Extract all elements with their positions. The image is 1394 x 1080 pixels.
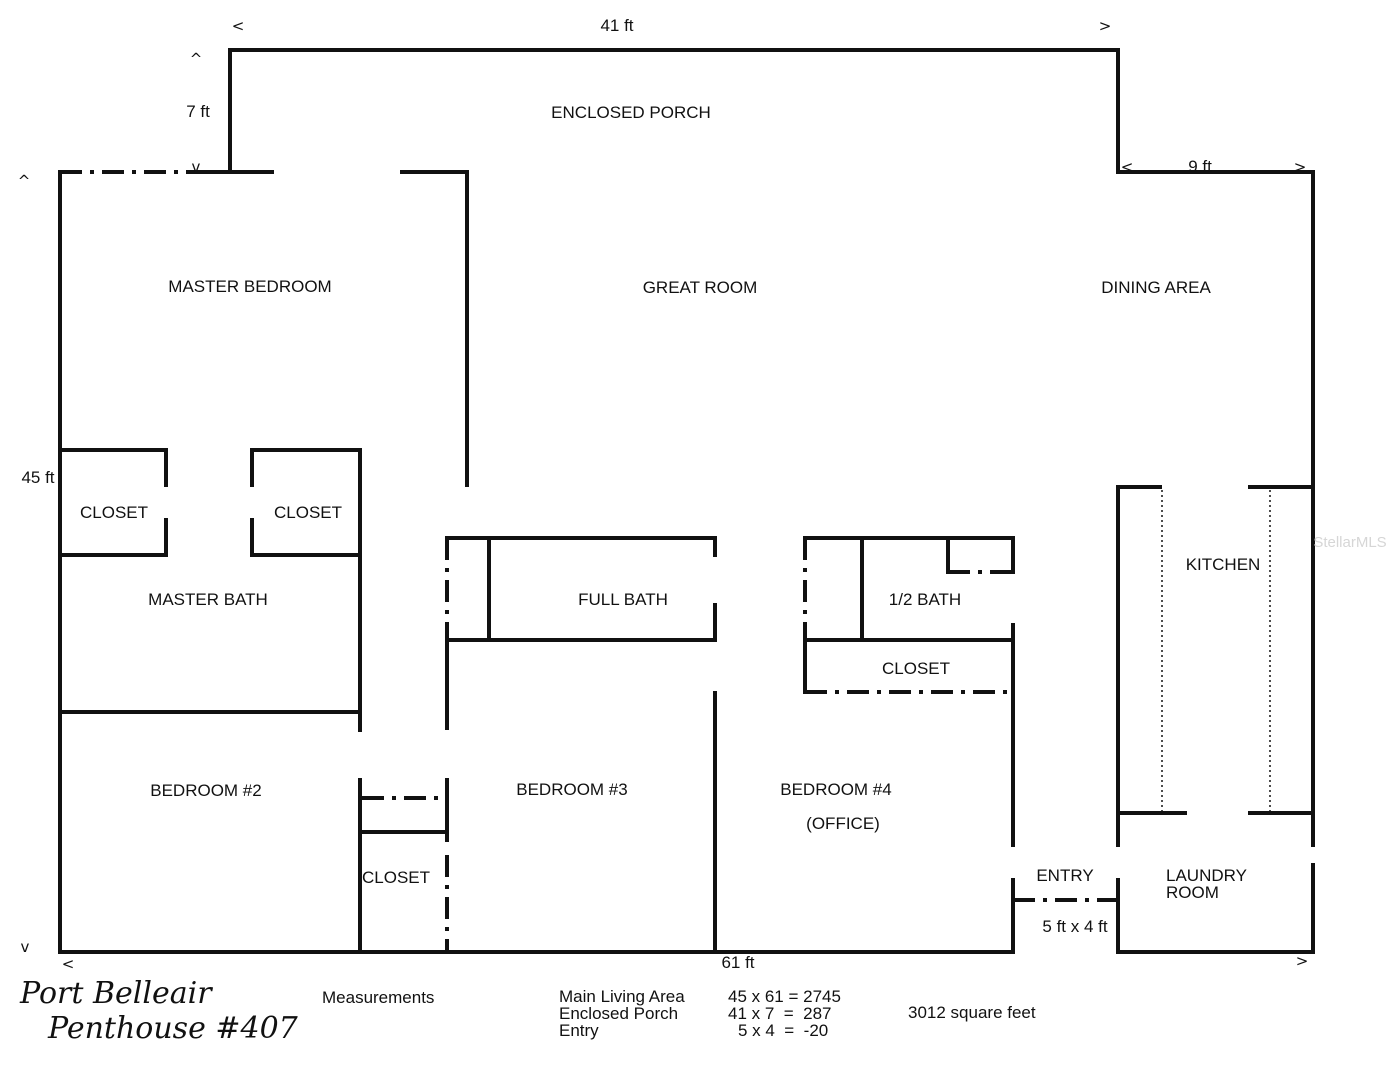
- room-label-laundry: LAUNDRY: [1166, 866, 1247, 885]
- arrow-down-icon: v: [21, 938, 30, 956]
- measurements-heading: Measurements: [322, 988, 434, 1007]
- porch-walls: [228, 48, 1120, 174]
- room-label-closet: CLOSET: [362, 868, 430, 887]
- watermark: StellarMLS: [1313, 534, 1386, 551]
- room-label-closet: CLOSET: [80, 503, 148, 522]
- bottom-width-dimension: 61 ft: [721, 953, 754, 972]
- room-label-closet: CLOSET: [274, 503, 342, 522]
- measurement-calc: 5 x 4 = -20: [738, 1021, 828, 1040]
- porch-depth-dimension: 7 ft: [186, 102, 210, 121]
- entry-walls: [1011, 878, 1120, 954]
- room-label-master-bath: MASTER BATH: [148, 590, 268, 609]
- arrow-right-icon: >: [1296, 952, 1309, 970]
- arrow-up-icon: ^: [18, 172, 31, 190]
- outer-walls: [58, 170, 1315, 954]
- arrow-left-icon: <: [1121, 158, 1134, 176]
- room-label-half-bath: 1/2 BATH: [889, 590, 961, 609]
- room-label-entry: ENTRY: [1036, 866, 1093, 885]
- room-label-office: (OFFICE): [806, 814, 880, 833]
- height-dimension: 45 ft: [21, 468, 54, 487]
- room-label-bedroom-4: BEDROOM #4: [780, 780, 891, 799]
- arrow-down-icon: v: [192, 158, 201, 176]
- measurement-label: Main Living Area: [559, 987, 685, 1006]
- handwritten-unit: Penthouse #407: [47, 1011, 299, 1046]
- arrow-right-icon: >: [1099, 17, 1112, 35]
- room-label-enclosed-porch: ENCLOSED PORCH: [551, 103, 711, 122]
- room-label-bedroom-3: BEDROOM #3: [516, 780, 627, 799]
- handwritten-title: Port Belleair: [19, 976, 213, 1011]
- room-label-bedroom-2: BEDROOM #2: [150, 781, 261, 800]
- measurement-label: Entry: [559, 1021, 599, 1040]
- room-label-kitchen: KITCHEN: [1186, 555, 1261, 574]
- arrow-up-icon: ^: [190, 50, 203, 68]
- measurement-calc: 41 x 7 = 287: [728, 1004, 832, 1023]
- full-bath-walls: [445, 536, 717, 954]
- measurement-label: Enclosed Porch: [559, 1004, 678, 1023]
- room-label-master-bedroom: MASTER BEDROOM: [168, 277, 331, 296]
- top-width-dimension: 41 ft: [600, 16, 633, 35]
- entry-size-dimension: 5 ft x 4 ft: [1042, 917, 1107, 936]
- room-label-laundry-room: ROOM: [1166, 883, 1219, 902]
- measurement-calc: 45 x 61 = 2745: [728, 987, 841, 1006]
- hall-closet-walls: [358, 778, 449, 954]
- room-label-great-room: GREAT ROOM: [643, 278, 758, 297]
- room-label-dining-area: DINING AREA: [1101, 278, 1211, 297]
- room-label-full-bath: FULL BATH: [578, 590, 668, 609]
- kitchen-walls: [1116, 485, 1315, 847]
- room-label-closet: CLOSET: [882, 659, 950, 678]
- dining-width-dimension: 9 ft: [1188, 157, 1212, 176]
- arrow-left-icon: <: [232, 17, 245, 35]
- half-bath-walls: [803, 536, 1015, 847]
- arrow-left-icon: <: [62, 955, 75, 973]
- arrow-right-icon: >: [1294, 158, 1307, 176]
- total-square-feet: 3012 square feet: [908, 1003, 1036, 1022]
- master-suite-walls: [58, 448, 362, 732]
